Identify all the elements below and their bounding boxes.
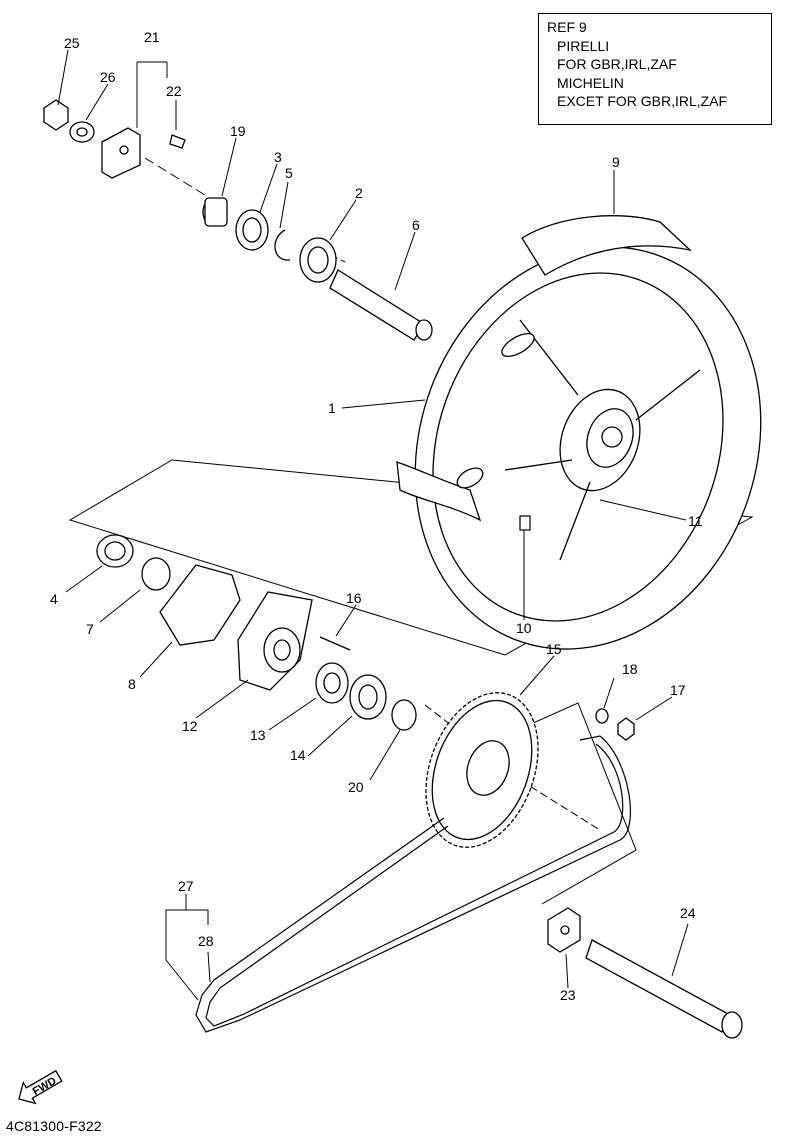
ref-line-3: FOR GBR,IRL,ZAF	[557, 56, 677, 72]
chain-adjuster-group	[43, 99, 186, 179]
rear-wheel-with-tire	[396, 215, 762, 650]
callout-16: 16	[346, 590, 362, 606]
fwd-label: FWD	[31, 1075, 59, 1098]
part-code: 4C81300-F322	[6, 1118, 102, 1134]
fwd-arrow-icon: FWD	[18, 1069, 63, 1105]
callout-17: 17	[670, 682, 686, 698]
callout-28: 28	[198, 933, 214, 949]
axle-side-spacers-bearings	[202, 197, 433, 341]
callout-23: 23	[560, 987, 576, 1003]
callout-18: 18	[622, 661, 638, 677]
callout-11: 11	[688, 513, 703, 529]
callout-9: 9	[612, 154, 620, 170]
callout-5: 5	[285, 165, 293, 181]
drive-chain	[195, 735, 631, 1033]
valve-stem	[519, 515, 531, 531]
callout-24: 24	[680, 905, 696, 921]
reference-note-box: REF 9 PIRELLI FOR GBR,IRL,ZAF MICHELIN E…	[538, 13, 772, 125]
leader-lines	[57, 49, 689, 1001]
callout-3: 3	[274, 149, 282, 165]
callout-10: 10	[516, 620, 532, 636]
callout-7: 7	[86, 621, 94, 637]
callout-2: 2	[355, 185, 363, 201]
callout-6: 6	[412, 217, 420, 233]
callout-8: 8	[128, 676, 136, 692]
callout-14: 14	[290, 747, 306, 763]
callout-21: 21	[144, 29, 160, 45]
ref-line-2: PIRELLI	[557, 37, 610, 54]
ref-line-5: EXCET FOR GBR,IRL,ZAF	[557, 93, 728, 109]
axle-and-plate	[547, 907, 743, 1039]
callout-12: 12	[182, 718, 198, 734]
callout-27: 27	[178, 878, 194, 894]
callout-numbers: 25 26 21 22 19 3 5 2 6 9 1 11 10 4 7 8 1…	[50, 29, 703, 1003]
callout-15: 15	[546, 641, 562, 657]
callout-25: 25	[64, 35, 80, 51]
washer-and-nut	[595, 708, 635, 741]
callout-19: 19	[230, 123, 246, 139]
callout-1: 1	[328, 400, 336, 416]
ref-line-4: MICHELIN	[557, 74, 624, 91]
callout-26: 26	[100, 69, 116, 85]
callout-20: 20	[348, 779, 364, 795]
ref-line-1: REF 9	[547, 19, 587, 35]
sprocket-hub-parts	[96, 534, 417, 731]
callout-13: 13	[250, 727, 266, 743]
rear-sprocket	[425, 692, 539, 848]
callout-22: 22	[166, 83, 182, 99]
callout-4: 4	[50, 591, 58, 607]
